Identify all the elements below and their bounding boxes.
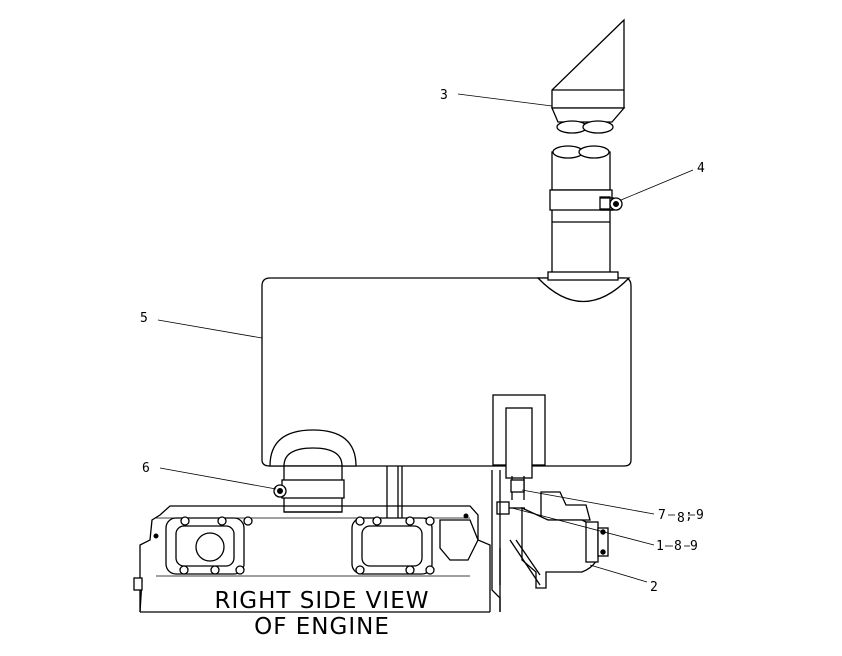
callout-1: 1 bbox=[656, 539, 664, 554]
leader-lines bbox=[157, 93, 694, 583]
callout-4: 4 bbox=[697, 161, 705, 176]
callouts: 3 4 5 6 7 8 ; 9 1 8 9 2 bbox=[140, 88, 705, 595]
callout-6: 6 bbox=[142, 461, 150, 476]
callout-3: 3 bbox=[440, 88, 448, 103]
callout-7: 7 bbox=[658, 508, 666, 523]
svg-text:;: ; bbox=[685, 508, 693, 523]
callout-5: 5 bbox=[140, 311, 148, 326]
callout-2: 2 bbox=[650, 580, 658, 595]
pulley-assembly bbox=[499, 491, 609, 612]
stack-clamp bbox=[549, 189, 623, 211]
view-caption: RIGHT SIDE VIEW OF ENGINE bbox=[215, 588, 430, 640]
engine-block bbox=[133, 505, 491, 613]
callout-7-ref-8: 8 bbox=[677, 511, 685, 526]
exhaust-stack bbox=[551, 145, 611, 281]
bracket bbox=[491, 470, 525, 612]
caption-line-2: OF ENGINE bbox=[254, 614, 390, 640]
callout-1-ref-9: 9 bbox=[690, 539, 698, 554]
caption-line-1: RIGHT SIDE VIEW bbox=[215, 588, 430, 614]
inlet-pipe bbox=[273, 465, 345, 513]
callout-1-ref-8: 8 bbox=[674, 539, 682, 554]
callout-7-ref-9: 9 bbox=[696, 508, 704, 523]
muffler bbox=[261, 271, 632, 479]
rain-cap bbox=[551, 18, 626, 134]
